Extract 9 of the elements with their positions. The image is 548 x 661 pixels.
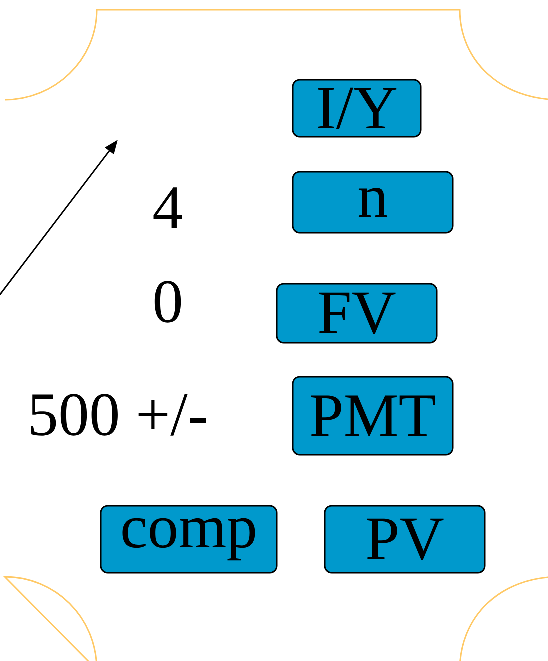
number-label: 0 [154,281,182,323]
number-label: 500 +/- [31,394,206,436]
key-button: FV [276,283,438,344]
key-button: comp [100,505,278,574]
key-button: I/Y [292,79,422,138]
key-button: PMT [292,376,454,456]
number-label: 4 [154,188,182,228]
key-button: PV [324,505,486,574]
key-button: n [292,171,454,234]
